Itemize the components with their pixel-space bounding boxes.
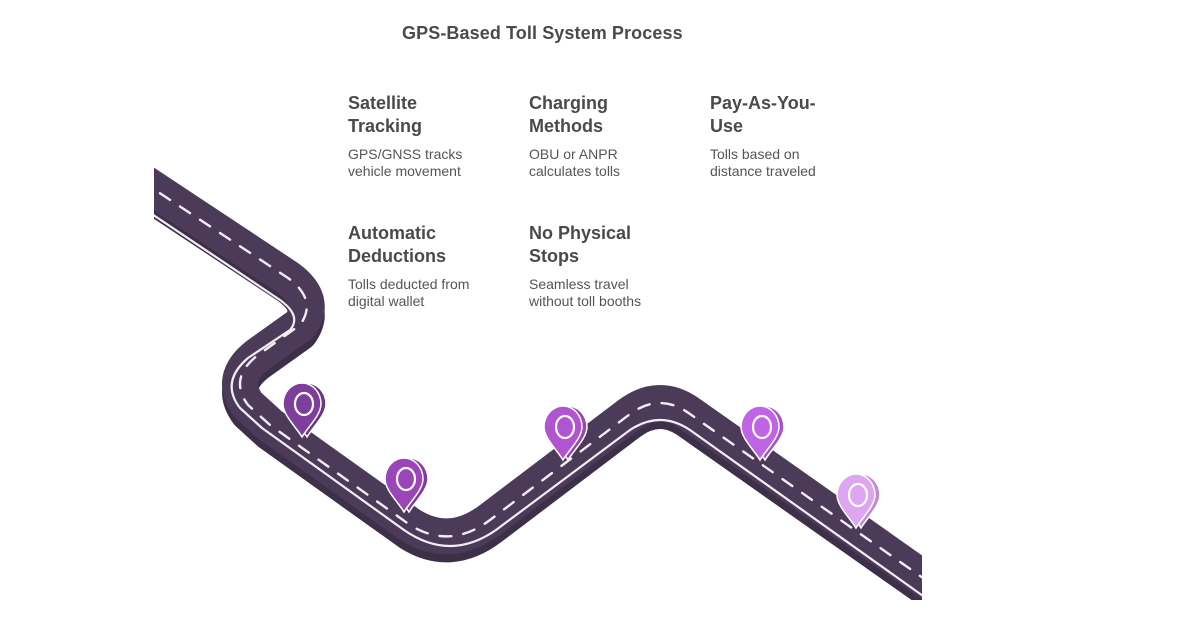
road-edge-line bbox=[154, 214, 922, 597]
map-pin-icon bbox=[543, 405, 588, 462]
map-pin-icon bbox=[384, 457, 429, 514]
desc-line: digital wallet bbox=[348, 293, 425, 309]
heading-line: No Physical bbox=[529, 223, 632, 243]
desc-line: calculates tolls bbox=[529, 163, 621, 179]
desc-line: vehicle movement bbox=[348, 163, 461, 179]
step-heading: Pay-As-You- Use bbox=[710, 92, 870, 138]
heading-line: Deductions bbox=[348, 246, 447, 266]
desc-line: OBU or ANPR bbox=[529, 146, 618, 162]
heading-line: Automatic bbox=[348, 223, 437, 243]
heading-line: Methods bbox=[529, 116, 603, 136]
heading-line: Use bbox=[710, 116, 744, 136]
map-pin-icon bbox=[836, 473, 881, 530]
road-center-line bbox=[154, 187, 922, 579]
heading-line: Satellite bbox=[348, 93, 418, 113]
heading-line: Stops bbox=[529, 246, 580, 266]
diagram-title: GPS-Based Toll System Process bbox=[402, 23, 683, 43]
desc-line: GPS/GNSS tracks bbox=[348, 146, 463, 162]
heading-line: Tracking bbox=[348, 116, 423, 136]
pin-ring bbox=[293, 391, 315, 417]
pin-ring bbox=[554, 414, 576, 440]
desc-line: without toll booths bbox=[529, 293, 642, 309]
desc-line: Seamless travel bbox=[529, 276, 629, 292]
heading-line: Charging bbox=[529, 93, 608, 113]
map-pin-icon bbox=[282, 382, 327, 439]
pin-ring bbox=[395, 466, 417, 492]
map-pin-icon bbox=[740, 405, 785, 462]
pin-ring bbox=[751, 414, 773, 440]
desc-line: Tolls based on bbox=[710, 146, 800, 162]
desc-line: Tolls deducted from bbox=[348, 276, 470, 292]
desc-line: distance traveled bbox=[710, 163, 816, 179]
heading-line: Pay-As-You- bbox=[710, 93, 816, 113]
pin-ring bbox=[847, 482, 869, 508]
